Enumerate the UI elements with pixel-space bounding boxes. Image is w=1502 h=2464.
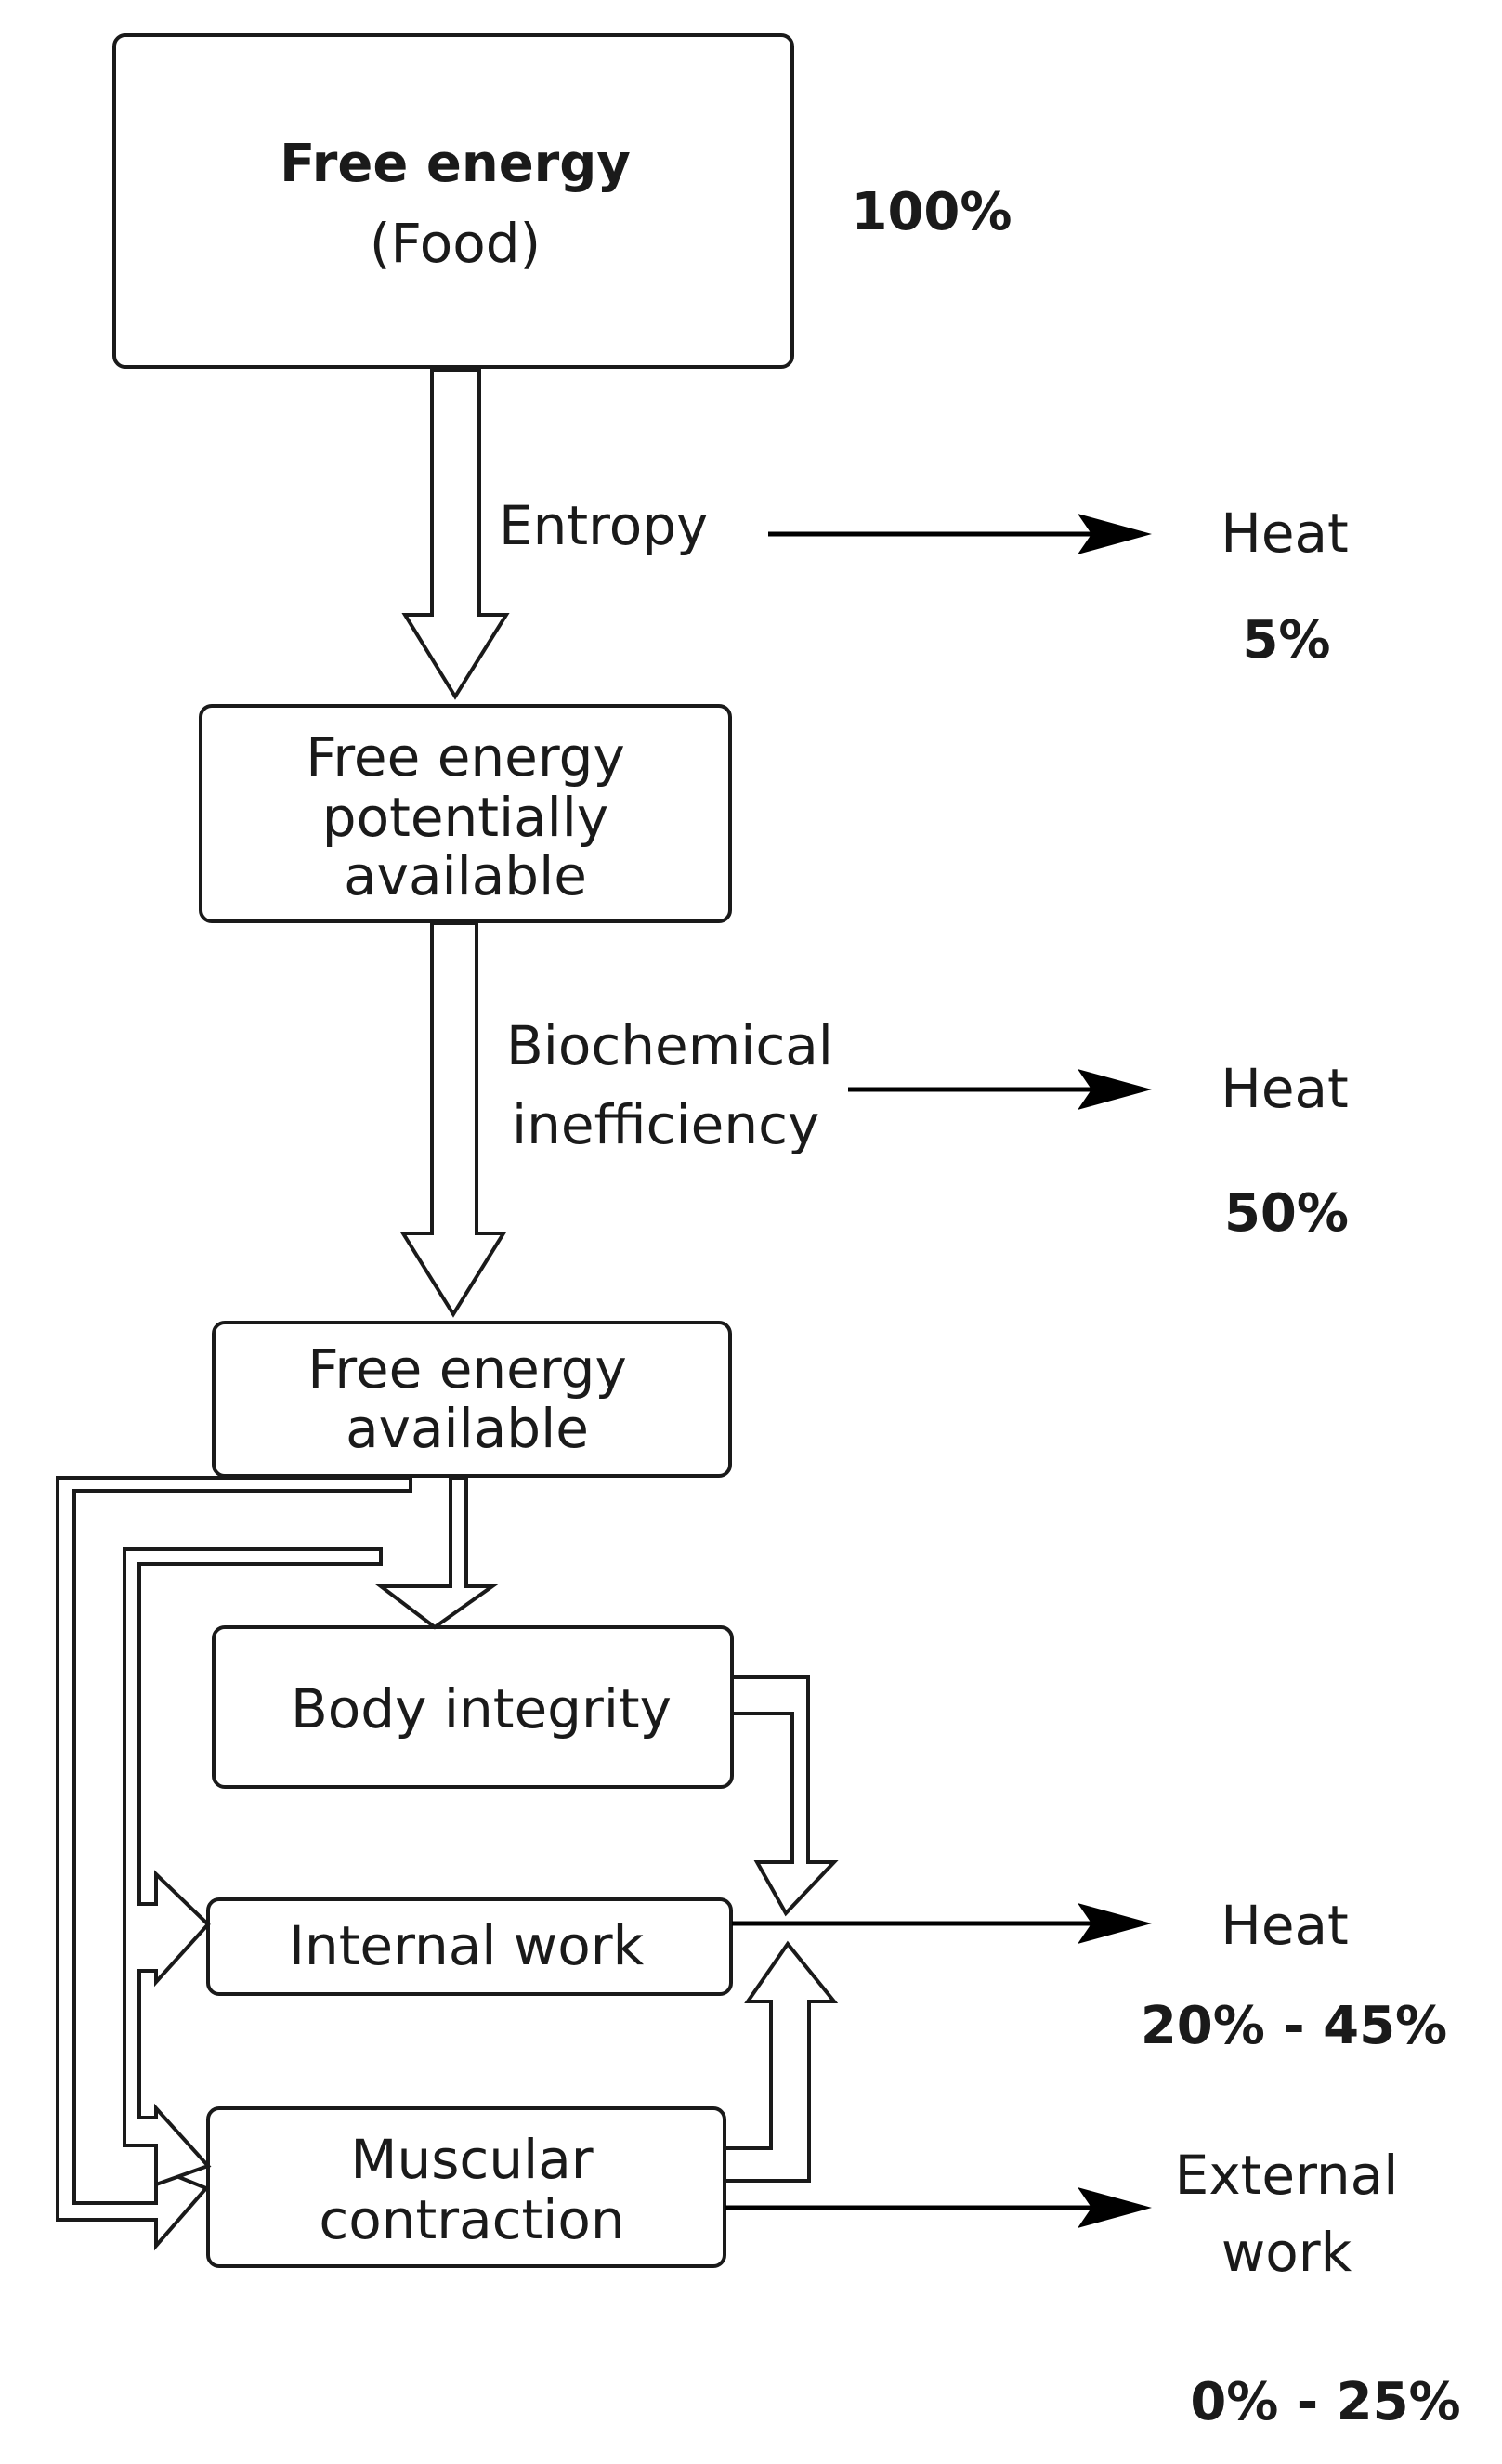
muscular-line2: contraction: [319, 2188, 624, 2251]
muscular-line1: Muscular: [350, 2128, 593, 2191]
external-work-percent: 0% - 25%: [1190, 2372, 1460, 2432]
arrow-muscular-to-external-work: [725, 2187, 1152, 2228]
food-subtitle: (Food): [370, 212, 541, 275]
node-internal-work: Internal work: [206, 1897, 733, 1996]
outer-loop-to-muscular: [56, 1476, 412, 2251]
food-percent: 100%: [851, 182, 1012, 242]
biochemical-heat-label: Heat: [1221, 1057, 1349, 1120]
final-heat-percent: 20% - 45%: [1141, 1996, 1447, 2056]
entropy-heat-label: Heat: [1221, 502, 1349, 565]
node-free-energy-food: Free energy (Food): [112, 33, 794, 369]
biochemical-line2: inefficiency: [512, 1093, 819, 1156]
entropy-heat-percent: 5%: [1242, 610, 1330, 671]
inner-loop-to-internal-and-muscular: [123, 1547, 383, 2187]
hollow-arrow-food-to-potential: [401, 368, 510, 700]
available-line1: Free energy: [307, 1337, 627, 1401]
arrow-entropy-to-heat: [768, 514, 1152, 554]
final-heat-label: Heat: [1221, 1894, 1349, 1957]
hollow-arrow-body-integrity-to-heat: [730, 1675, 839, 1917]
potential-line2: potentially: [322, 786, 608, 849]
biochemical-heat-percent: 50%: [1224, 1183, 1349, 1244]
external-work-line1: External: [1175, 2144, 1399, 2207]
hollow-arrow-available-to-body-integrity: [375, 1476, 499, 1630]
node-body-integrity: Body integrity: [212, 1625, 734, 1789]
potential-line1: Free energy: [306, 725, 625, 789]
hollow-arrow-muscular-to-heat: [723, 1940, 839, 2183]
arrow-biochemical-to-heat: [848, 1069, 1152, 1110]
biochemical-line1: Biochemical: [506, 1014, 833, 1077]
food-title: Free energy: [280, 134, 631, 194]
body-integrity-label: Body integrity: [291, 1677, 672, 1740]
node-free-energy-potentially-available: Free energy potentially available: [199, 704, 732, 923]
arrow-internal-work-to-heat: [732, 1903, 1152, 1944]
available-line2: available: [346, 1397, 589, 1460]
internal-work-label: Internal work: [289, 1914, 645, 1977]
hollow-arrow-potential-to-available: [399, 921, 507, 1318]
external-work-line2: work: [1221, 2221, 1352, 2284]
potential-line3: available: [344, 844, 587, 907]
node-free-energy-available: Free energy available: [212, 1321, 732, 1478]
entropy-label: Entropy: [499, 494, 708, 557]
node-muscular-contraction: Muscular contraction: [206, 2106, 726, 2268]
